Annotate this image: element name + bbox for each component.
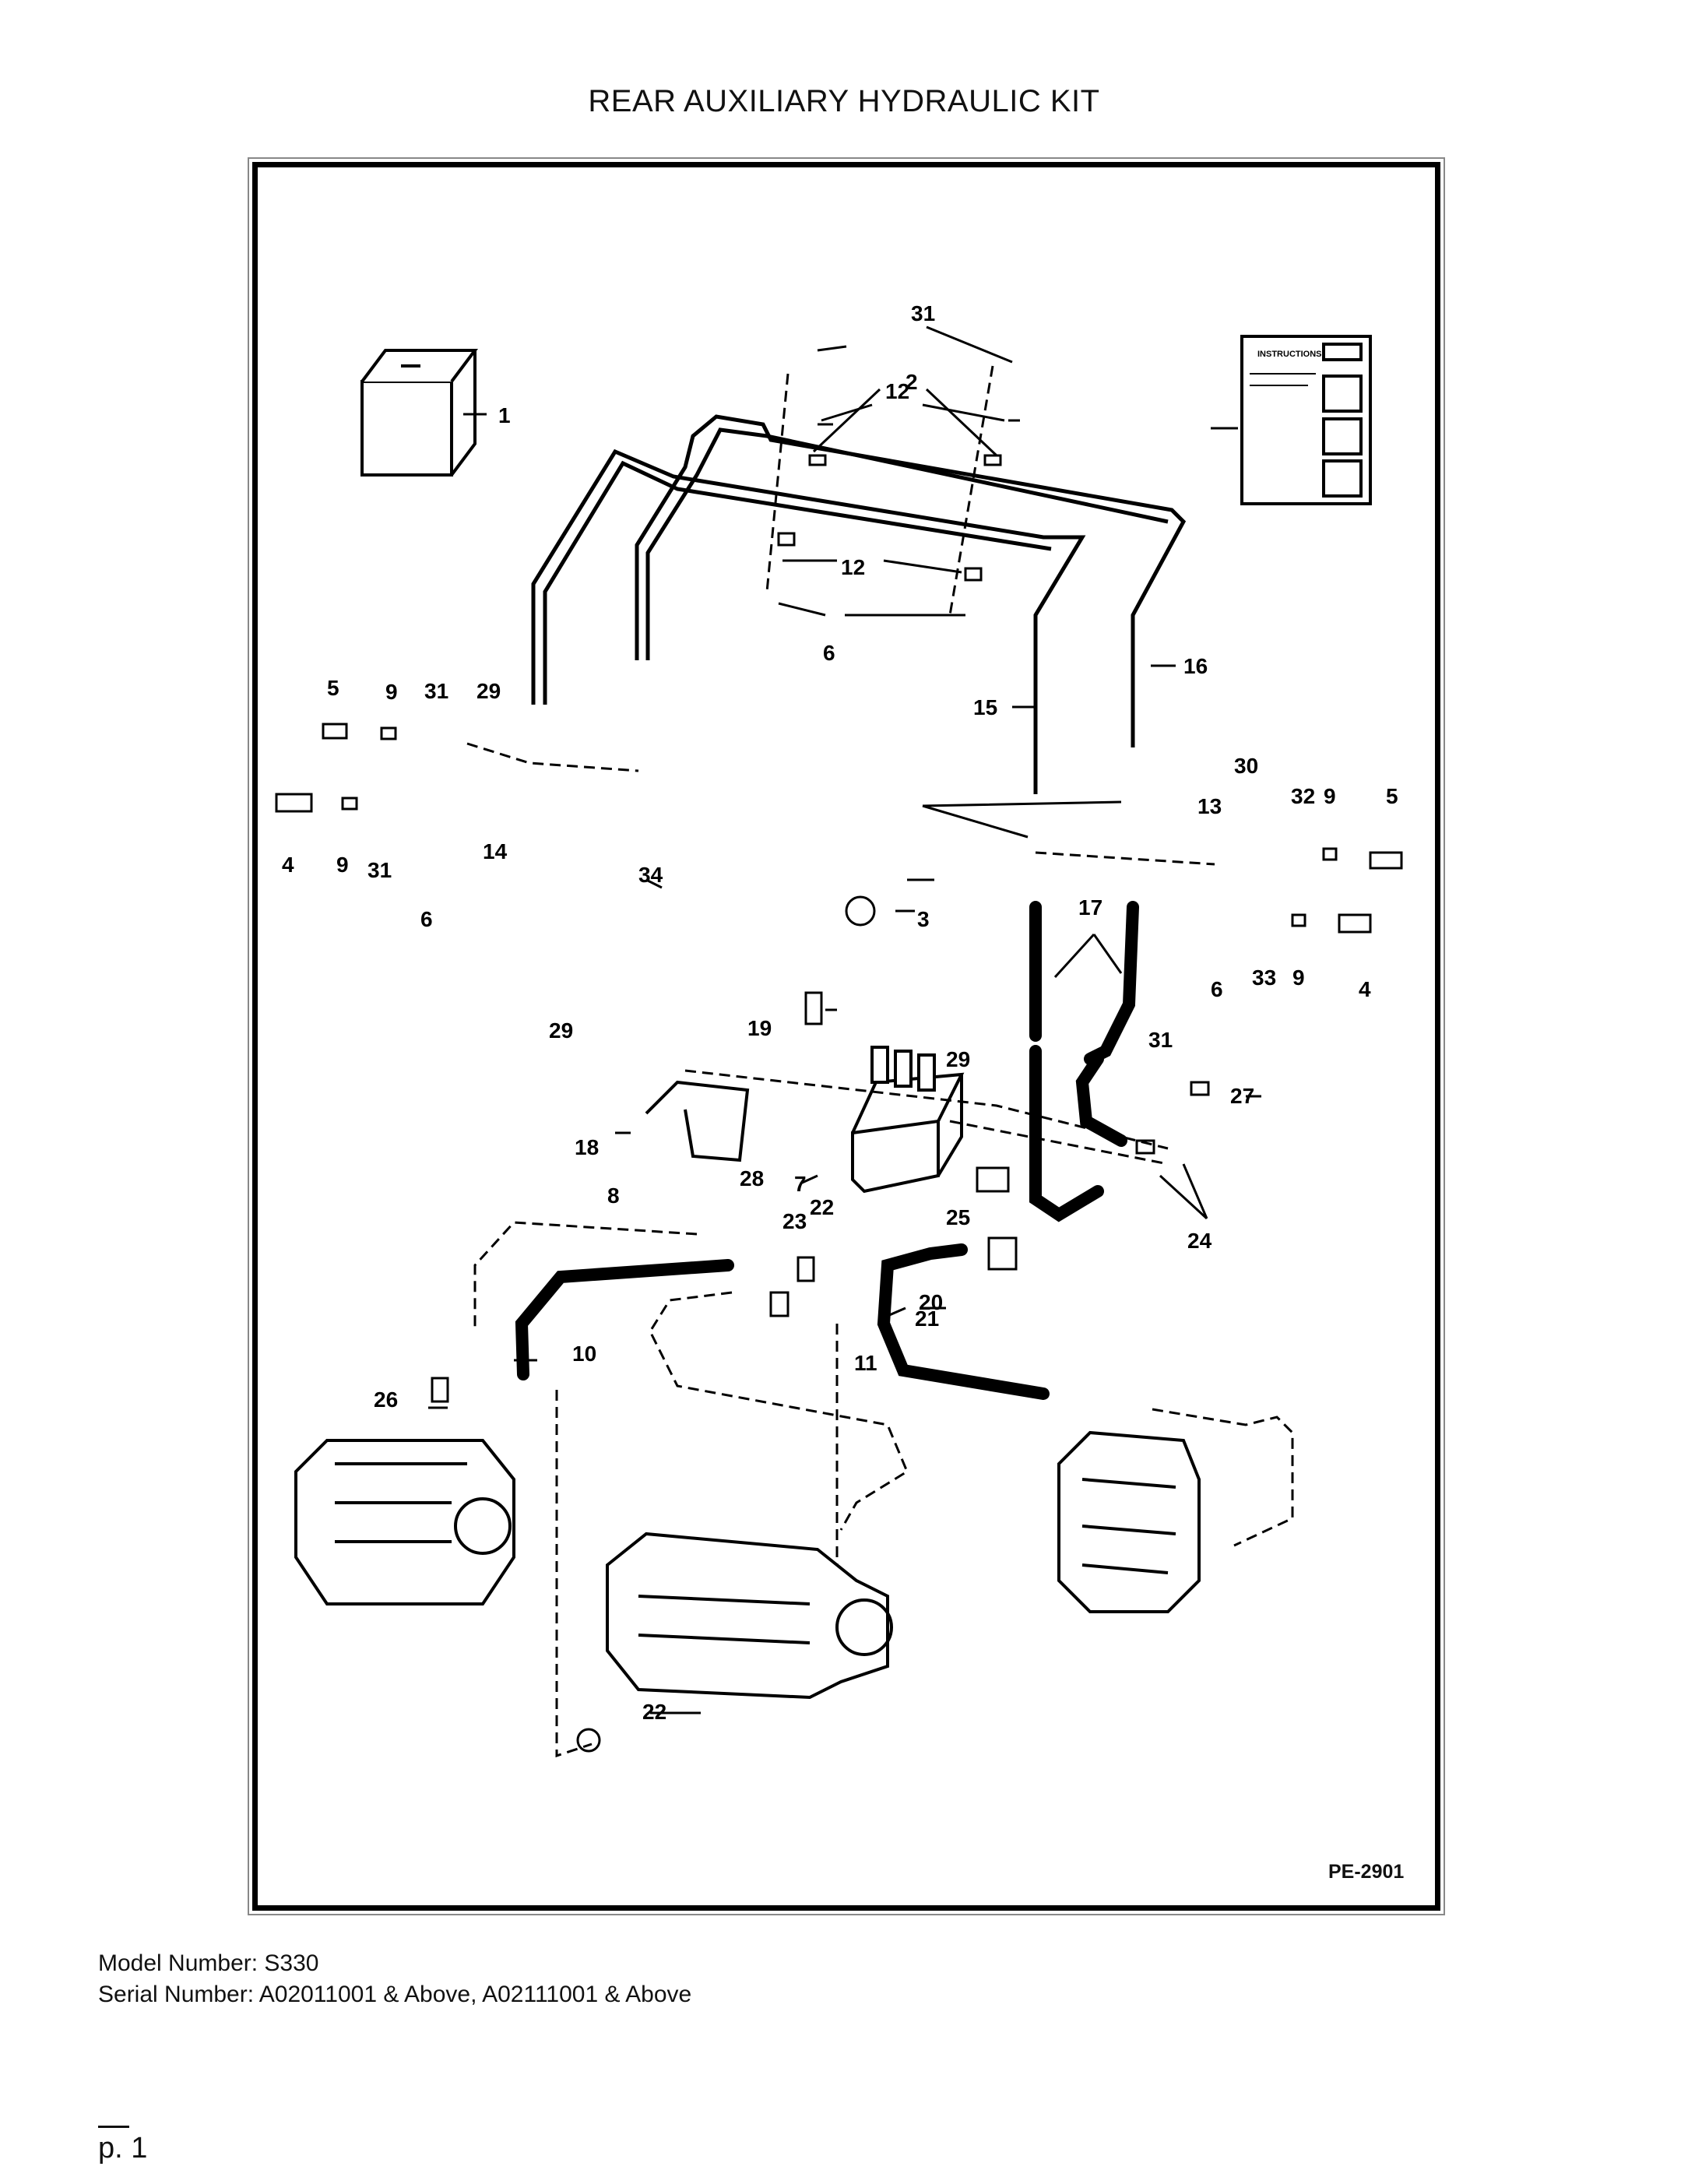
callout-label: 32	[1291, 784, 1315, 808]
callout-label: 29	[477, 679, 501, 703]
callout-label: 30	[1234, 754, 1258, 778]
callout-label: 18	[575, 1135, 599, 1159]
callout-label: 6	[420, 907, 433, 931]
callout-label: 29	[946, 1047, 970, 1071]
callout-label: 29	[549, 1018, 573, 1043]
model-number: Model Number: S330	[98, 1950, 319, 1976]
callout-label: 9	[385, 680, 398, 704]
callout-label: 27	[1230, 1084, 1254, 1108]
drawing-code: PE-2901	[1328, 1861, 1405, 1883]
hose-17	[1029, 901, 1139, 1222]
callout-label: 31	[367, 858, 392, 882]
callout-label: 2	[906, 370, 918, 394]
callout-label: 23	[782, 1209, 807, 1233]
callout-label: 4	[282, 853, 294, 877]
serial-number: Serial Number: A02011001 & Above, A02111…	[98, 1982, 692, 2007]
callout-label: 33	[1252, 965, 1276, 990]
callout-label: 6	[823, 641, 835, 665]
callout-label: 25	[946, 1205, 970, 1229]
callout-label: 31	[911, 301, 935, 325]
callout-label: 14	[483, 839, 508, 863]
callout-label: 24	[1187, 1229, 1212, 1253]
fittings	[275, 419, 1403, 1753]
callout-label: 7	[794, 1172, 807, 1196]
callout-label: 12	[885, 379, 909, 403]
callout-label: 3	[917, 907, 930, 931]
hoses-main	[515, 1243, 1050, 1400]
leader-lines	[428, 325, 1261, 1714]
callout-label: 22	[810, 1195, 834, 1219]
callout-label: 11	[854, 1351, 877, 1375]
callout-label: 5	[1386, 784, 1398, 808]
hydraulic-pump-left	[294, 1439, 515, 1605]
page-number: p. 1	[98, 2132, 148, 2165]
instruction-sheet-text: INSTRUCTIONS	[1257, 350, 1322, 359]
callout-label: 1	[498, 403, 511, 427]
callout-label: 22	[642, 1700, 666, 1724]
hydraulic-pump-right	[1057, 1430, 1201, 1613]
callout-label: 15	[973, 695, 997, 719]
instruction-sheet	[1240, 335, 1372, 505]
callout-label: 9	[1292, 965, 1305, 990]
parts-box	[360, 349, 478, 477]
mount-bracket	[645, 1080, 750, 1162]
callout-label: 31	[424, 679, 448, 703]
callout-label: 26	[374, 1387, 398, 1412]
control-valve	[851, 1046, 965, 1194]
exploded-parts-diagram: INSTRUCTIONS 1 2 3 4 4 5 5 6 6 6 7 8 9 9…	[275, 301, 1403, 1758]
callout-label: 28	[740, 1166, 764, 1190]
steel-tubes	[531, 414, 1187, 794]
hydraulic-pump-center	[606, 1532, 893, 1700]
callout-label: 13	[1197, 794, 1222, 818]
hidden-tubes	[466, 365, 1294, 1758]
callout-label: 8	[607, 1183, 620, 1208]
callout-label: 12	[841, 555, 865, 579]
callout-label: 6	[1211, 977, 1223, 1001]
callout-label: 9	[336, 853, 349, 877]
callout-label: 16	[1183, 654, 1208, 678]
page-divider	[98, 2126, 129, 2128]
callout-label: 31	[1148, 1028, 1173, 1052]
part-callouts: 1 2 3 4 4 5 5 6 6 6 7 8 9 9 9 9 10 11 12…	[282, 301, 1398, 1724]
callout-label: 34	[638, 863, 663, 887]
callout-label: 9	[1324, 784, 1336, 808]
callout-label: 10	[572, 1342, 596, 1366]
callout-label: 20	[919, 1290, 943, 1314]
callout-label: 17	[1078, 895, 1102, 920]
page-title: REAR AUXILIARY HYDRAULIC KIT	[588, 84, 1100, 118]
callout-label: 19	[747, 1016, 772, 1040]
callout-label: 21	[915, 1307, 939, 1331]
diagram-frame	[252, 162, 1440, 1911]
callout-label: 4	[1359, 977, 1371, 1001]
callout-label: 5	[327, 676, 339, 700]
